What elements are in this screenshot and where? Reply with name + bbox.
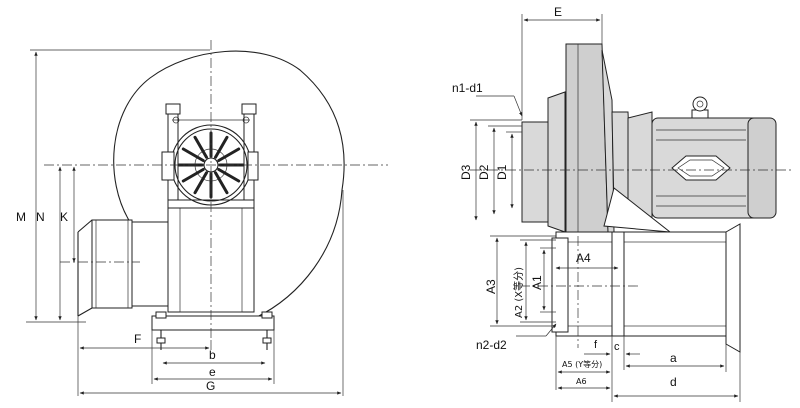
dim-label-d: d [670,375,677,389]
motor-end-view [161,124,259,206]
dim-label-K: K [60,210,68,224]
side-view: E n1-d1 D3 D2 D1 A3 A2 (X等分) A1 A4 n2-d2… [452,5,792,402]
dim-label-F: F [134,332,141,346]
motor-fan-blade [217,168,241,183]
base-plate [151,311,275,350]
dim-label-D2: D2 [477,164,491,180]
motor-fan-blade [214,171,229,195]
dim-label-A5: A5 (Y等分) [562,359,602,369]
dim-label-M: M [16,210,26,224]
dim-label-A6: A6 [576,377,587,386]
dim-label-b: b [209,348,216,362]
dim-label-D3: D3 [459,164,473,180]
motor-fan-blade [217,147,241,162]
dim-label-a: a [670,351,677,365]
dim-label-A3: A3 [484,279,498,294]
motor [627,96,777,223]
dim-label-A4: A4 [576,251,591,265]
dim-label-f: f [594,339,598,351]
dim-label-A1: A1 [530,275,544,290]
dim-label-N: N [36,210,45,224]
motor-fan-blade [193,135,208,159]
motor-fan-blade [193,171,208,195]
fan-volute-casing [113,50,345,319]
dim-label-A2: A2 (X等分) [512,267,525,318]
dim-label-D1: D1 [495,164,509,180]
motor-fan-blade [214,135,229,159]
outlet-duct [77,219,168,317]
dim-label-E: E [554,5,562,19]
dim-label-e: e [209,365,216,379]
dim-label-c: c [614,341,620,353]
dim-label-n2-d2: n2-d2 [476,338,507,352]
dim-label-G: G [206,379,215,393]
motor-fan-blade [181,168,205,183]
front-view: M N K F b e G [16,40,388,396]
inlet-and-casing [521,43,633,233]
motor-fan-blade [181,147,205,162]
support-base [551,187,741,353]
dim-label-n1-d1: n1-d1 [452,81,483,95]
